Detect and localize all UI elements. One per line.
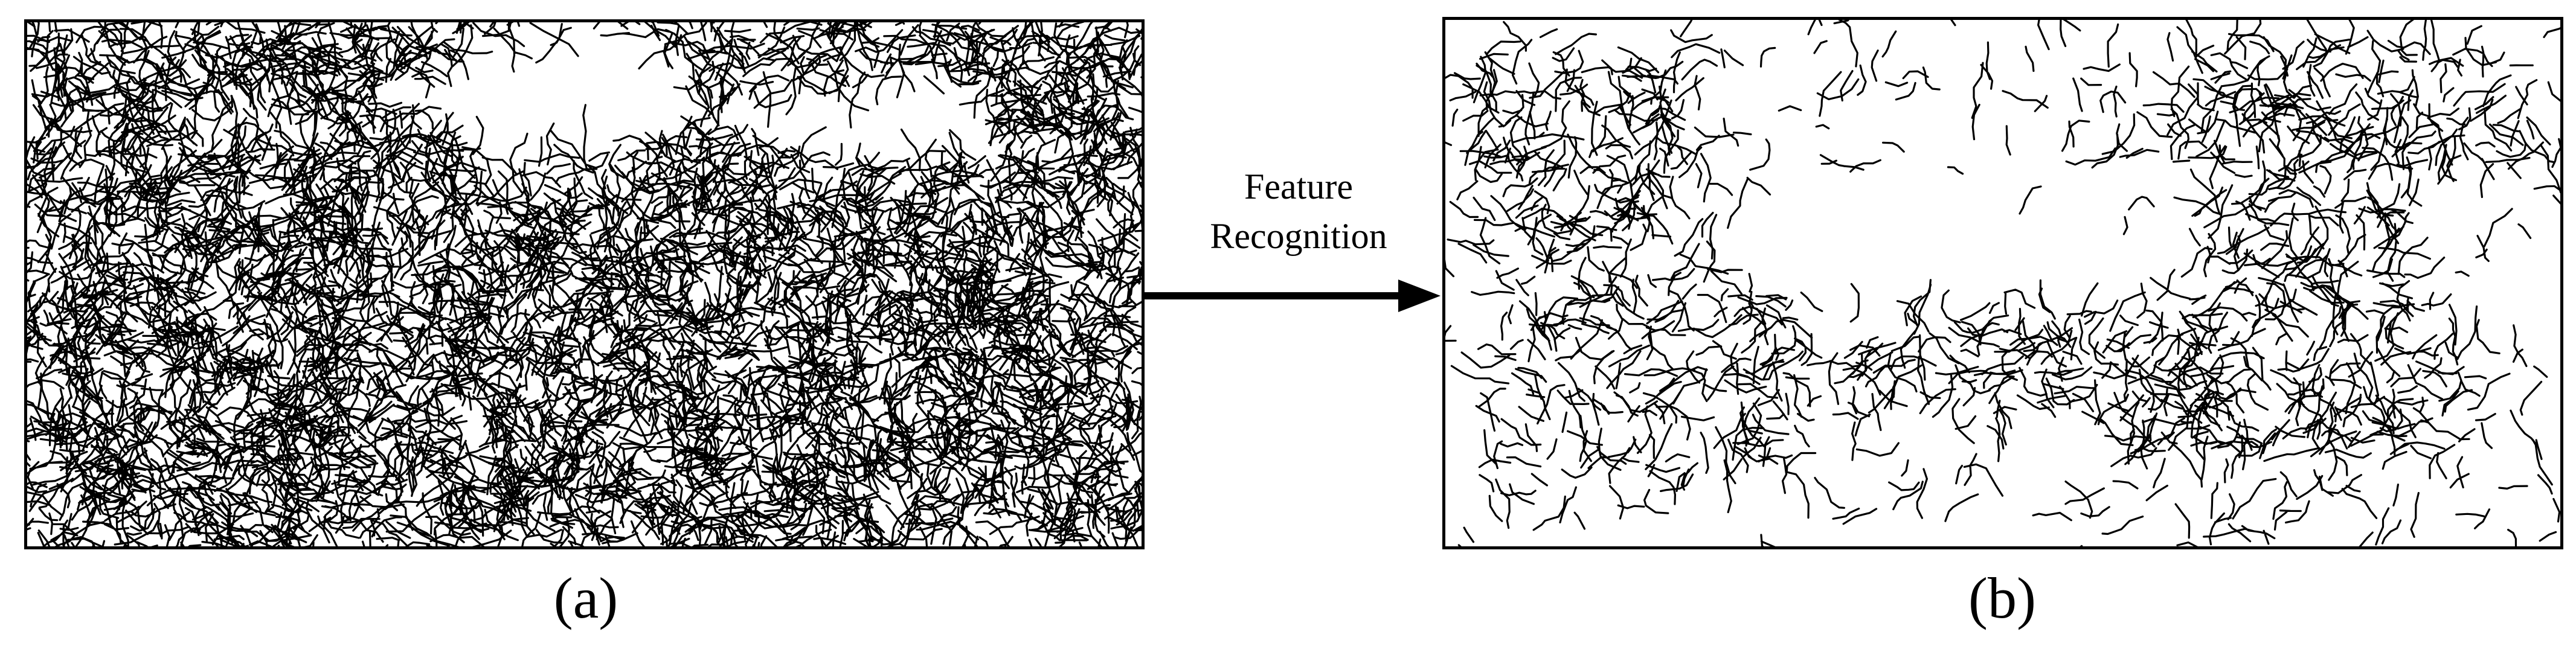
crack-network-image-a xyxy=(24,19,1145,549)
caption-b: (b) xyxy=(1912,564,2093,631)
caption-b-text: (b) xyxy=(1968,566,2036,630)
right-arrow-icon xyxy=(1145,280,1441,312)
arrow-label: Feature Recognition xyxy=(1172,162,1425,261)
arrow-label-line2: Recognition xyxy=(1210,216,1387,256)
arrow-label-line1: Feature xyxy=(1244,167,1353,206)
crack-lines xyxy=(27,22,1142,546)
crack-feature-image-b xyxy=(1442,17,2563,549)
crack-feature-drawing-b xyxy=(1445,20,2560,546)
crack-network-drawing-a xyxy=(27,22,1142,546)
caption-a: (a) xyxy=(495,564,676,631)
crack-lines xyxy=(1445,20,2560,546)
caption-a-text: (a) xyxy=(553,566,618,630)
